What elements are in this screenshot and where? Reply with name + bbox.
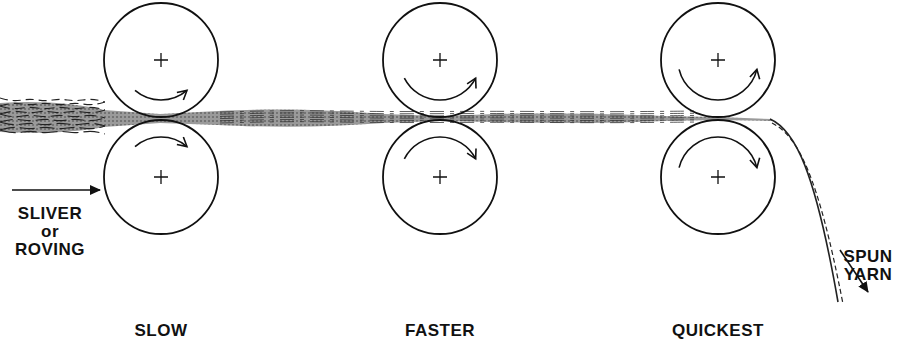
roller [104, 3, 218, 117]
speed-label: QUICKEST [638, 322, 798, 340]
roller [661, 120, 775, 234]
rollers [104, 3, 775, 234]
roller [383, 120, 497, 234]
rotation-arrow [679, 137, 757, 168]
rotation-arrow [404, 137, 475, 159]
fibre-band [0, 98, 772, 134]
axle-cross [154, 170, 168, 184]
speed-label: FASTER [370, 322, 510, 340]
roller [661, 3, 775, 117]
axle-cross [711, 53, 725, 67]
rotation-arrow [135, 137, 187, 147]
axle-cross [711, 170, 725, 184]
rotation-arrow [404, 78, 475, 100]
feed-arrow [12, 189, 100, 191]
material-label: SLIVER or ROVING [15, 205, 85, 259]
rotation-arrow [679, 69, 757, 100]
roller [383, 3, 497, 117]
rotation-arrow [135, 90, 187, 100]
axle-cross [433, 170, 447, 184]
speed-label: SLOW [91, 322, 231, 340]
axle-cross [433, 53, 447, 67]
axle-cross [154, 53, 168, 67]
roller [104, 120, 218, 234]
material-label: SPUN YARN [841, 248, 896, 284]
